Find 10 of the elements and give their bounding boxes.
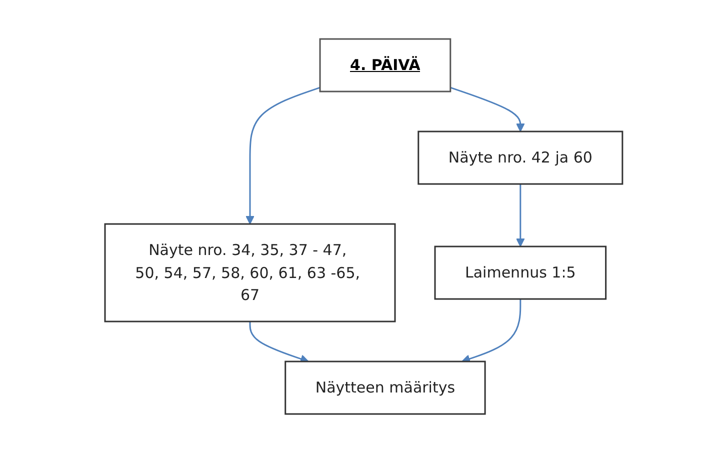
arrow — [250, 321, 310, 363]
node-box: 4. PÄIVÄ — [320, 38, 452, 92]
node-box: Näyte nro. 42 ja 60 — [418, 130, 624, 184]
arrow — [516, 184, 526, 246]
arrow — [450, 86, 526, 132]
node-box: Laimennus 1:5 — [434, 245, 607, 300]
node-box: Näyte nro. 34, 35, 37 - 47, 50, 54, 57, 58, 60, 61, 63 -65, 67 — [104, 222, 396, 322]
arrow — [246, 86, 321, 224]
node-box: Näytteen määritys — [284, 360, 486, 414]
arrow — [462, 298, 522, 363]
